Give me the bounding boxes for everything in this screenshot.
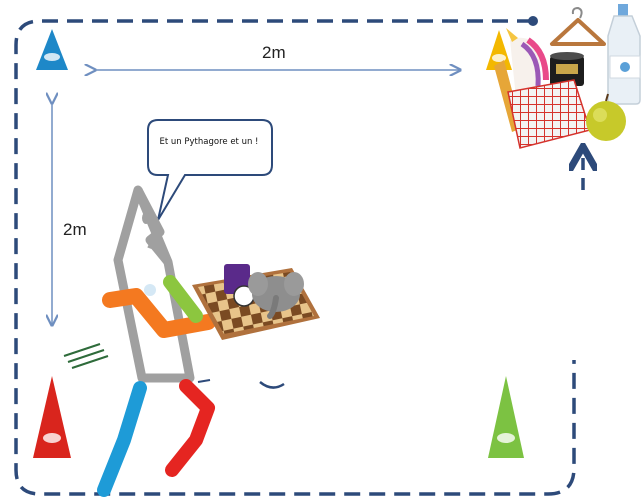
dashed-path (14, 19, 576, 496)
cone-bottom-right (488, 376, 524, 458)
apple (586, 93, 626, 141)
unicorn (506, 28, 549, 98)
path-start-dot (528, 16, 538, 26)
tablecloth (507, 79, 591, 149)
right-leg (165, 379, 215, 477)
left-leg (97, 381, 147, 497)
hanger (550, 6, 606, 46)
object-pile (494, 4, 641, 149)
horizontal-distance-label: 2m (262, 43, 286, 62)
elephant-plush (248, 272, 304, 319)
speech-bubble-text: Et un Pythagore et un ! (159, 137, 259, 147)
cone-top-right (486, 30, 512, 70)
cone-bottom-left (33, 376, 71, 458)
cone-top-left (36, 29, 68, 70)
speech-bubble (147, 119, 273, 221)
motion-dash (197, 379, 211, 383)
vertical-distance-label: 2m (63, 220, 87, 239)
motion-lines (63, 343, 109, 369)
right-arm (163, 275, 203, 323)
motion-arc (259, 381, 285, 389)
chessboard-with-toys (192, 264, 320, 340)
pencil-robot (97, 185, 216, 497)
water-bottle (607, 4, 641, 105)
tin-can (550, 52, 584, 86)
left-arm (102, 288, 216, 338)
